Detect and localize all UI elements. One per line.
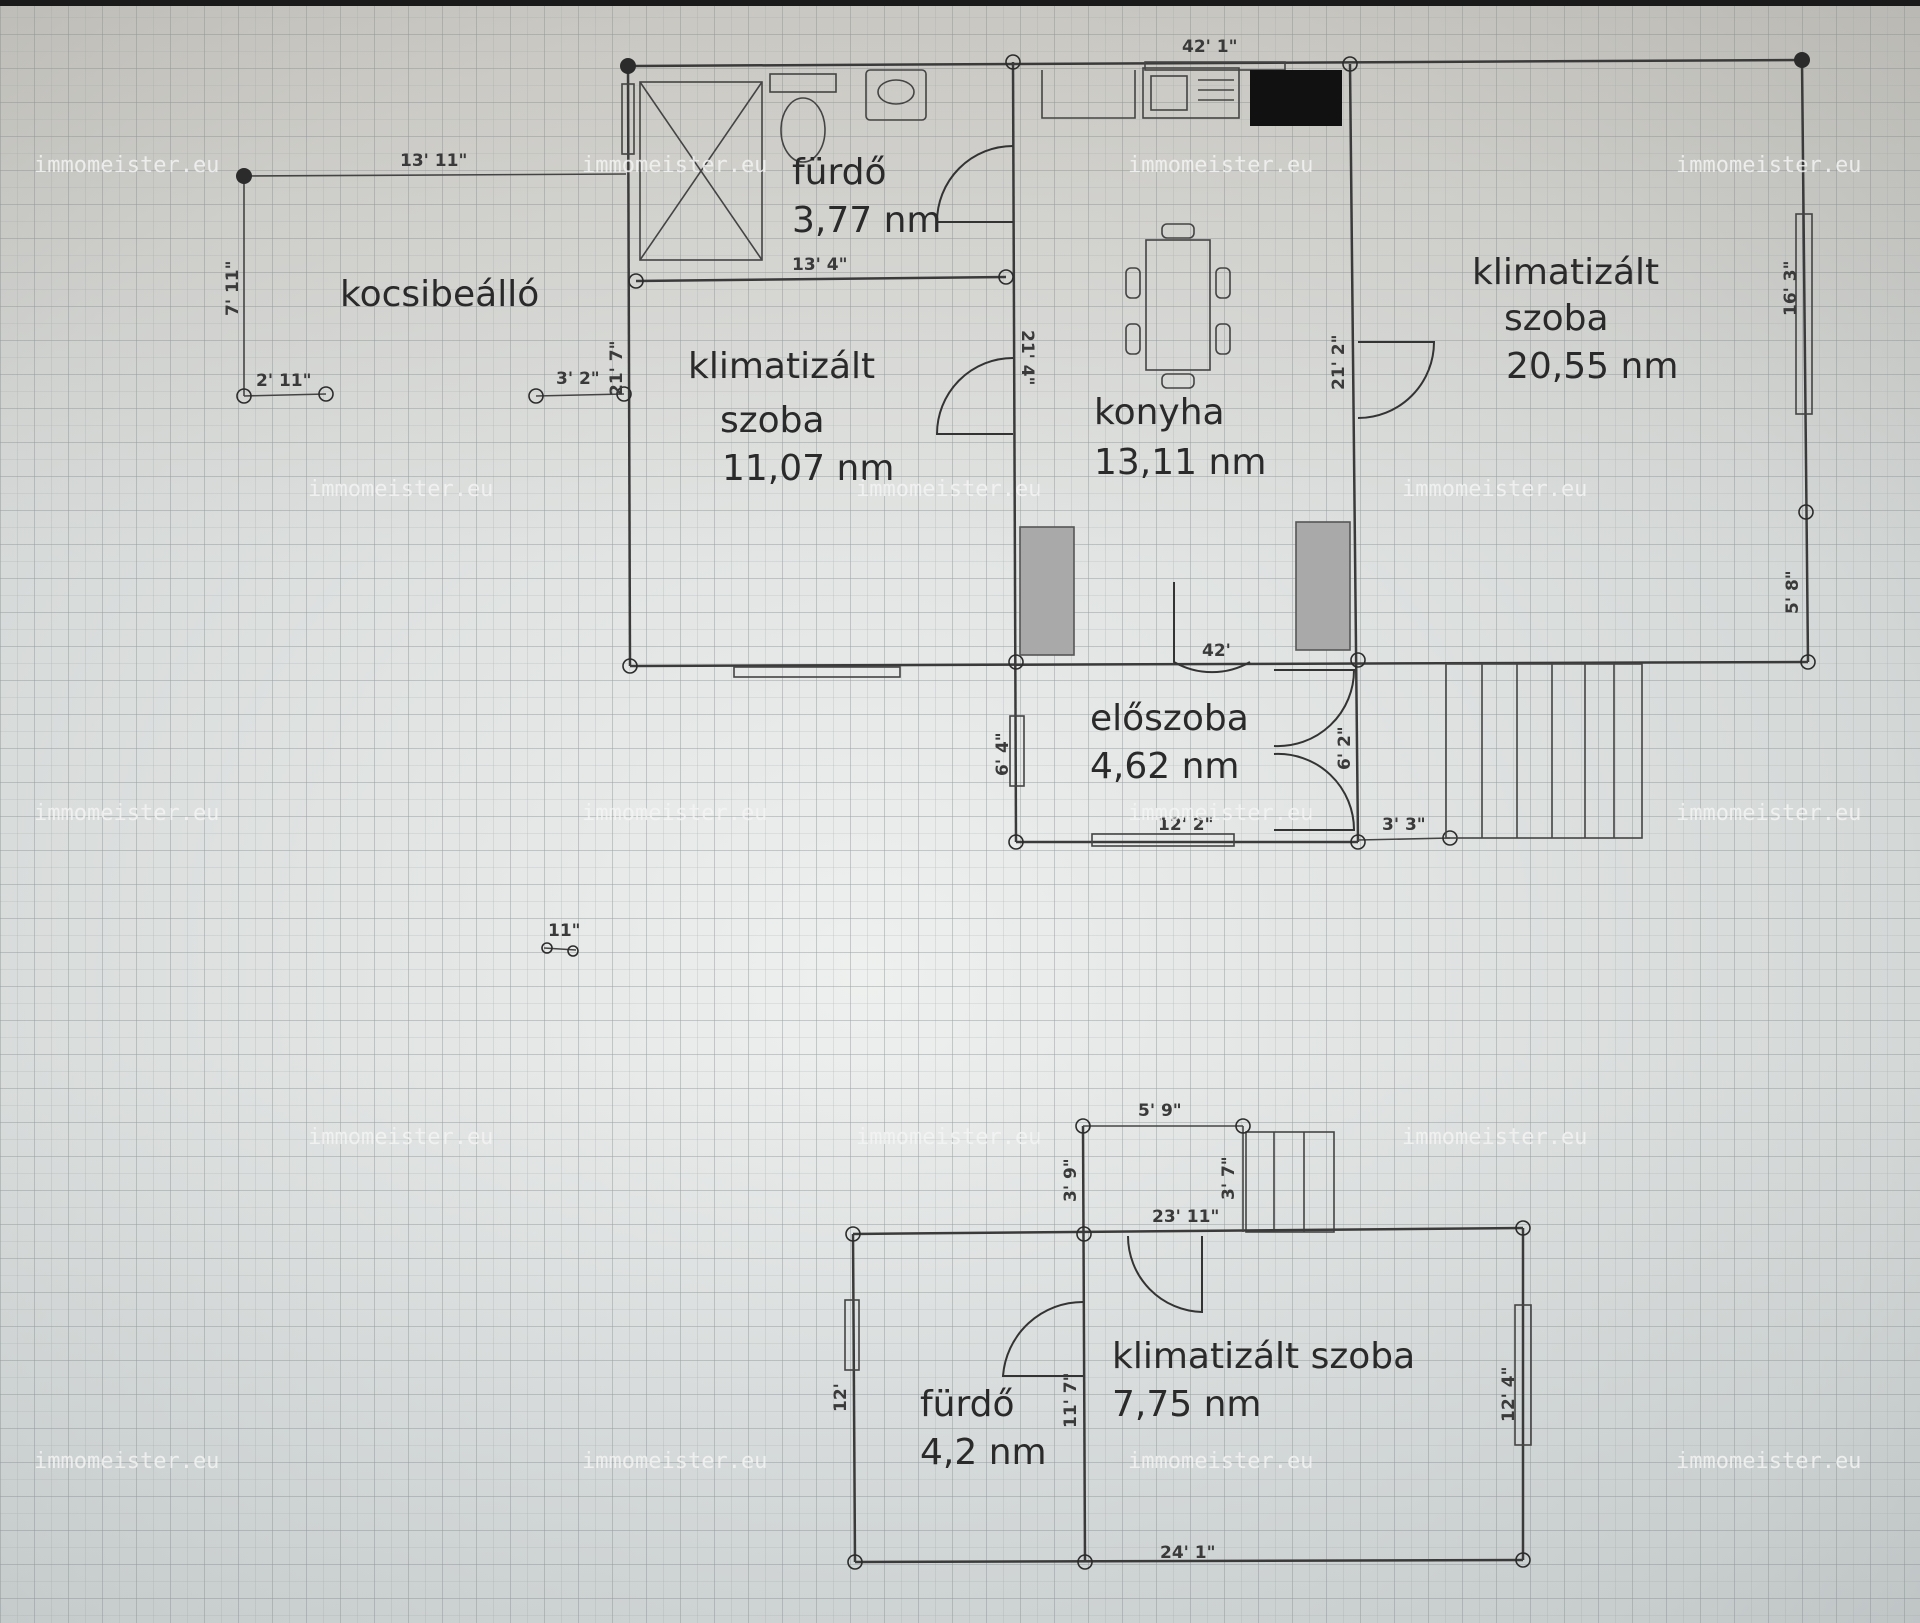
dimension-labels: 42' 1" 13' 11" 7' 11" 2' 11" 3' 2" 21' 7… (223, 37, 1803, 1563)
dim-carport-bottom2: 3' 2" (556, 369, 600, 389)
dim-hall-left: 6' 4" (993, 732, 1013, 776)
kitchen-fixtures (1019, 67, 1351, 656)
watermark: immomeister.eu (856, 477, 1041, 502)
kitchen-name: konyha (1094, 392, 1225, 433)
watermarks: immomeister.eu immomeister.eu immomeiste… (34, 153, 1861, 1474)
watermark: immomeister.eu (1676, 801, 1861, 826)
watermark: immomeister.eu (582, 153, 767, 178)
room-left-name-line1: klimatizált (688, 346, 875, 387)
watermark: immomeister.eu (856, 1125, 1041, 1150)
dim-lower-top-height: 3' 9" (1061, 1158, 1081, 1202)
dim-small: 11" (548, 921, 581, 941)
watermark: immomeister.eu (308, 477, 493, 502)
dim-carport-top: 13' 11" (400, 151, 467, 171)
dim-bath-bottom: 13' 4" (792, 255, 847, 275)
bath-top-name: fürdő (792, 152, 887, 193)
watermark: immomeister.eu (1128, 1449, 1313, 1474)
dim-lower-top-width: 5' 9" (1138, 1101, 1182, 1121)
room-left-area: 11,07 nm (722, 448, 894, 489)
dim-lower-bottom: 24' 1" (1160, 1543, 1215, 1563)
lower-plan-walls (844, 1118, 1532, 1570)
dim-right-upper: 16' 3" (1781, 261, 1801, 316)
top-edge (0, 0, 1920, 6)
bath-fixtures (639, 69, 927, 261)
small-marker (541, 942, 579, 957)
watermark: immomeister.eu (308, 1125, 493, 1150)
watermark: immomeister.eu (1676, 153, 1861, 178)
watermark: immomeister.eu (1676, 1449, 1861, 1474)
hall-area: 4,62 nm (1090, 746, 1239, 787)
room-labels: fürdő 3,77 nm kocsibeálló klimatizált sz… (340, 152, 1678, 1473)
room-left-name-line2: szoba (720, 400, 825, 441)
dim-top-total: 42' 1" (1182, 37, 1237, 57)
room-right-name-line1: klimatizált (1472, 252, 1659, 293)
dim-lower-top-height2: 3' 7" (1219, 1156, 1239, 1200)
dim-carport-side: 7' 11" (223, 261, 243, 316)
dim-stairs: 3' 3" (1382, 815, 1426, 835)
dim-hall-bottom: 12' 2" (1158, 815, 1213, 835)
stairs (1245, 663, 1643, 1233)
watermark: immomeister.eu (34, 1449, 219, 1474)
dim-lower-middle: 11' 7" (1061, 1373, 1081, 1428)
bath-lower-area: 4,2 nm (920, 1432, 1047, 1473)
room-right-area: 20,55 nm (1506, 346, 1678, 387)
watermark: immomeister.eu (582, 1449, 767, 1474)
bath-lower-name: fürdő (920, 1384, 1015, 1425)
room-right-name-line2: szoba (1504, 298, 1609, 339)
dim-right-lower: 5' 8" (1783, 570, 1803, 614)
dim-left-room-height: 21' 7" (607, 341, 627, 396)
room-lower-area: 7,75 nm (1112, 1384, 1261, 1425)
dim-lower-left: 12' (831, 1383, 851, 1412)
dim-lower-right: 12' 4" (1499, 1367, 1519, 1422)
windows (621, 61, 1813, 847)
watermark: immomeister.eu (1128, 801, 1313, 826)
watermark: immomeister.eu (1402, 1125, 1587, 1150)
dim-carport-bottom: 2' 11" (256, 371, 311, 391)
bath-top-area: 3,77 nm (792, 200, 941, 241)
watermark: immomeister.eu (34, 153, 219, 178)
dim-lower-top-total: 23' 11" (1152, 1207, 1219, 1227)
carport-label: kocsibeálló (340, 274, 539, 315)
watermark: immomeister.eu (582, 801, 767, 826)
watermark: immomeister.eu (1402, 477, 1587, 502)
dim-kitchen-height: 21' 4" (1017, 330, 1037, 385)
doors (935, 145, 1436, 831)
wall-nodes (236, 52, 1816, 850)
dim-hall-right: 6' 2" (1335, 726, 1355, 770)
upper-plan-walls (243, 58, 1810, 844)
dim-kitchen-door: 42' (1202, 641, 1231, 661)
watermark: immomeister.eu (1128, 153, 1313, 178)
dim-kitchen-right-height: 21' 2" (1329, 335, 1349, 390)
hall-name: előszoba (1090, 698, 1249, 739)
room-lower-name: klimatizált szoba (1112, 1336, 1415, 1377)
watermark: immomeister.eu (34, 801, 219, 826)
kitchen-area: 13,11 nm (1094, 442, 1266, 483)
